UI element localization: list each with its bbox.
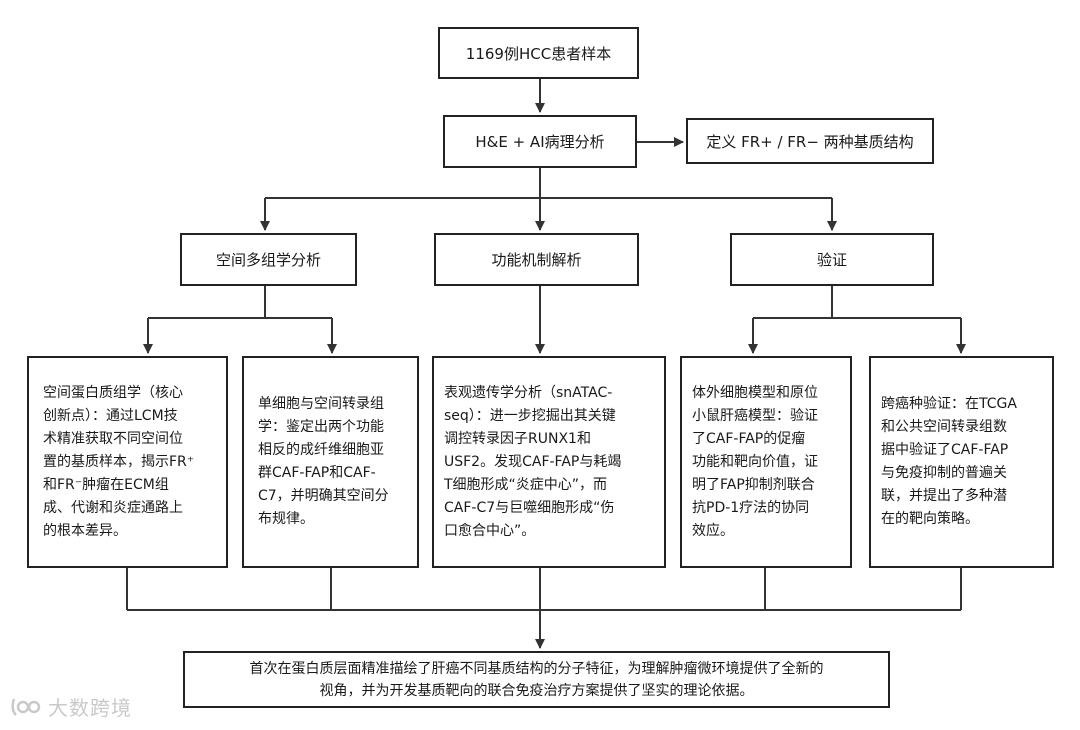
invitro-mouse-model-box: 体外细胞模型和原位 小鼠肝癌模型：验证 了CAF-FAP的促瘤 功能和靶向价值，… (680, 356, 852, 568)
pan-cancer-validation-box: 跨癌种验证：在TCGA 和公共空间转录组数 据中验证了CAF-FAP 与免疫抑制… (869, 356, 1054, 568)
watermark-logo-icon (11, 698, 41, 716)
watermark-text: 大数跨境 (48, 696, 132, 720)
spatial-proteomics-box: 空间蛋白质组学（核心 创新点）：通过LCM技 术精准获取不同空间位 置的基质样本… (27, 356, 228, 568)
spatial-multiomics-node: 空间多组学分析 (180, 233, 357, 286)
define-fr-structures-node: 定义 FR+ / FR− 两种基质结构 (686, 118, 934, 164)
he-ai-analysis-node: H&E + AI病理分析 (443, 115, 637, 168)
validation-node: 验证 (730, 233, 934, 286)
epigenetics-box: 表观遗传学分析（snATAC- seq）：进一步挖掘出其关键 调控转录因子RUN… (432, 356, 666, 568)
watermark: 大数跨境 (10, 692, 132, 721)
functional-mechanism-node: 功能机制解析 (434, 233, 639, 286)
conclusion-box: 首次在蛋白质层面精准描绘了肝癌不同基质结构的分子特征，为理解肿瘤微环境提供了全新… (183, 651, 890, 708)
single-cell-spatial-transcriptomics-box: 单细胞与空间转录组 学：鉴定出两个功能 相反的成纤维细胞亚 群CAF-FAP和C… (242, 356, 419, 568)
root-node: 1169例HCC患者样本 (438, 27, 639, 79)
